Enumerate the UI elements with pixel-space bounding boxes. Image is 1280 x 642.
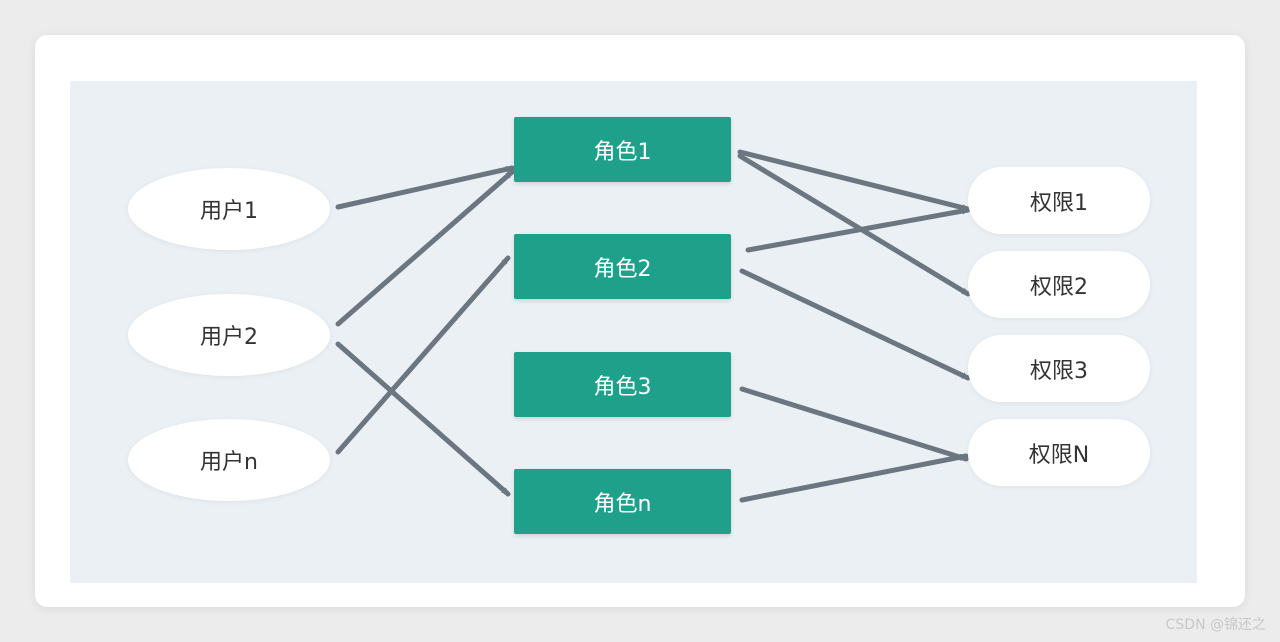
role-node-3: 角色3 — [514, 352, 731, 417]
user-node-n: 用户n — [128, 419, 330, 501]
permission-node-n: 权限N — [968, 419, 1150, 486]
permission-label: 权限1 — [1030, 190, 1088, 216]
role-label: 角色1 — [593, 139, 652, 165]
edge-arrow-r3-to-pn — [739, 386, 969, 462]
edge-arrow-r2-to-p1 — [745, 207, 971, 253]
permission-label: 权限3 — [1030, 358, 1088, 384]
edge-arrow-un-to-r2 — [335, 255, 511, 455]
edge-arrow-u2-to-r1 — [335, 169, 515, 327]
user-node-1: 用户1 — [128, 168, 330, 250]
user-node-2: 用户2 — [128, 294, 330, 376]
permission-node-3: 权限3 — [968, 335, 1150, 402]
edge-arrow-r2-to-p3 — [739, 268, 971, 381]
role-node-n: 角色n — [514, 469, 731, 534]
permission-label: 权限N — [1028, 442, 1090, 468]
role-label: 角色2 — [593, 256, 652, 282]
role-node-2: 角色2 — [514, 234, 731, 299]
permission-node-2: 权限2 — [968, 251, 1150, 318]
edge-arrow-r1-to-p2 — [737, 153, 971, 297]
user-label: 用户2 — [200, 325, 258, 350]
user-label: 用户1 — [200, 199, 258, 224]
edge-arrow-r1-to-p1 — [737, 149, 971, 212]
role-label: 角色n — [593, 491, 652, 517]
watermark-text: CSDN @锦还之 — [1165, 617, 1266, 633]
edge-arrow-u1-to-r1 — [335, 165, 515, 210]
permission-node-1: 权限1 — [968, 167, 1150, 234]
role-label: 角色3 — [593, 374, 652, 400]
role-node-1: 角色1 — [514, 117, 731, 182]
user-label: 用户n — [200, 450, 258, 475]
edge-arrow-u2-to-rn — [335, 341, 511, 497]
edge-arrow-rn-to-pn — [739, 453, 969, 503]
permission-label: 权限2 — [1030, 274, 1088, 300]
